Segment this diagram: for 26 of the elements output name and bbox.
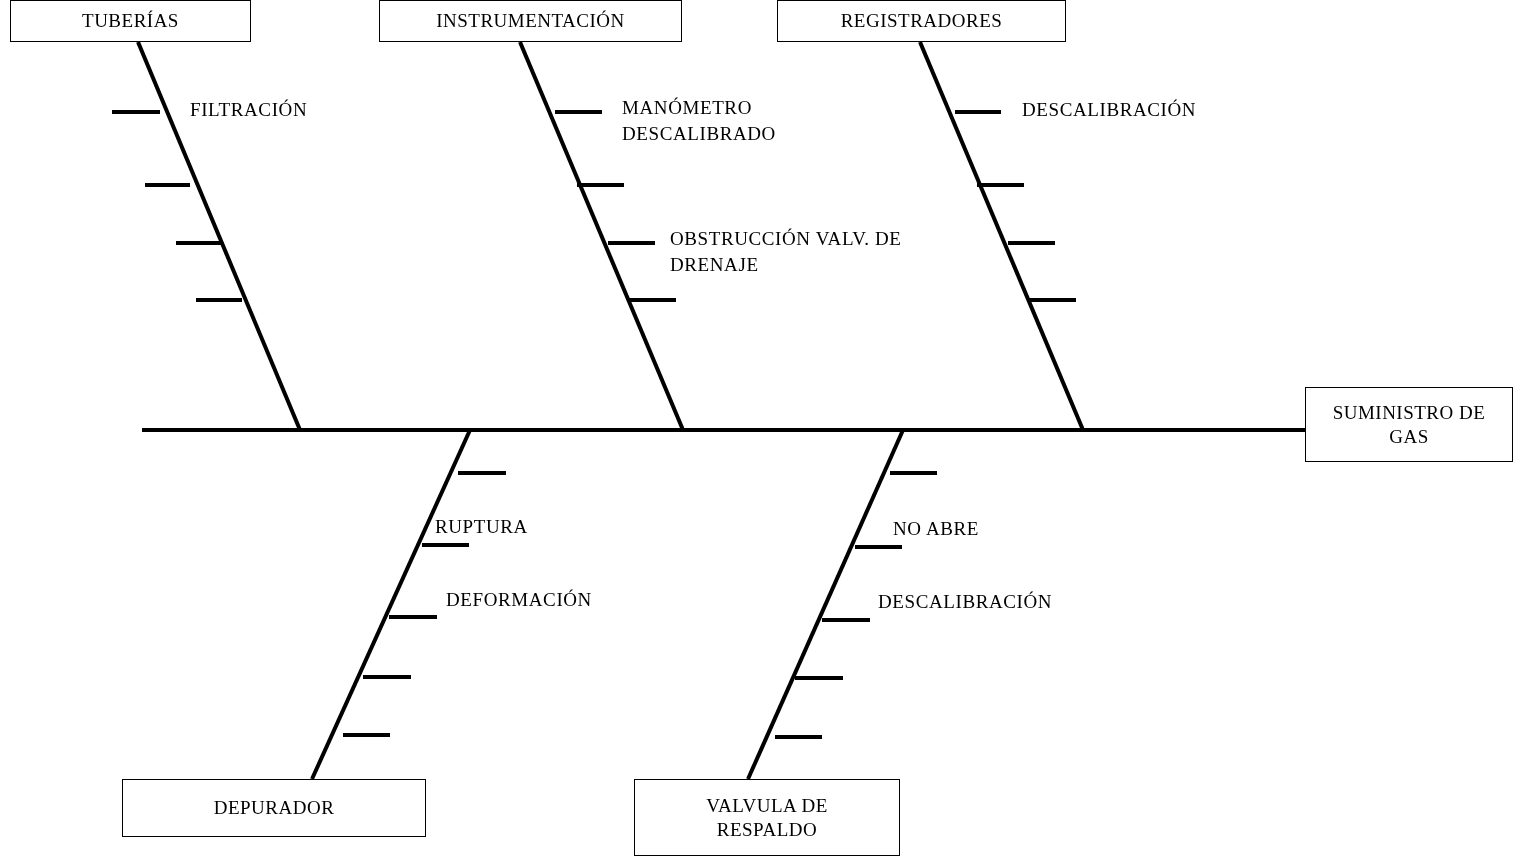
category-box bbox=[122, 779, 426, 837]
cause-label: MANÓMETRO DESCALIBRADO bbox=[622, 96, 777, 147]
cause-label: DESCALIBRACIÓN bbox=[1022, 98, 1197, 122]
category-label: REGISTRADORES bbox=[840, 9, 1003, 33]
cause-label: FILTRACIÓN bbox=[190, 98, 308, 122]
category-label: DEPURADOR bbox=[213, 796, 335, 820]
category-label: VALVULA DE RESPALDO bbox=[705, 793, 829, 842]
category-label: TUBERÍAS bbox=[82, 9, 179, 33]
category-box bbox=[379, 0, 682, 42]
cause-label: DESCALIBRACIÓN bbox=[878, 590, 1053, 614]
effect-label: SUMINISTRO DE GAS bbox=[1331, 400, 1487, 449]
category-box bbox=[10, 0, 251, 42]
category-box bbox=[634, 779, 900, 856]
bone-line bbox=[518, 41, 685, 431]
bone-line bbox=[136, 41, 302, 431]
cause-label: DEFORMACIÓN bbox=[446, 588, 592, 612]
category-label: INSTRUMENTACIÓN bbox=[436, 9, 625, 33]
spine-line bbox=[142, 428, 1305, 432]
effect-box bbox=[1305, 387, 1513, 462]
cause-label: OBSTRUCCIÓN VALV. DE DRENAJE bbox=[670, 227, 903, 278]
bone-line bbox=[746, 429, 905, 780]
bone-line bbox=[918, 41, 1085, 431]
cause-label: RUPTURA bbox=[435, 515, 528, 539]
bone-line bbox=[310, 429, 472, 780]
category-box bbox=[777, 0, 1066, 42]
cause-label: NO ABRE bbox=[893, 517, 980, 541]
